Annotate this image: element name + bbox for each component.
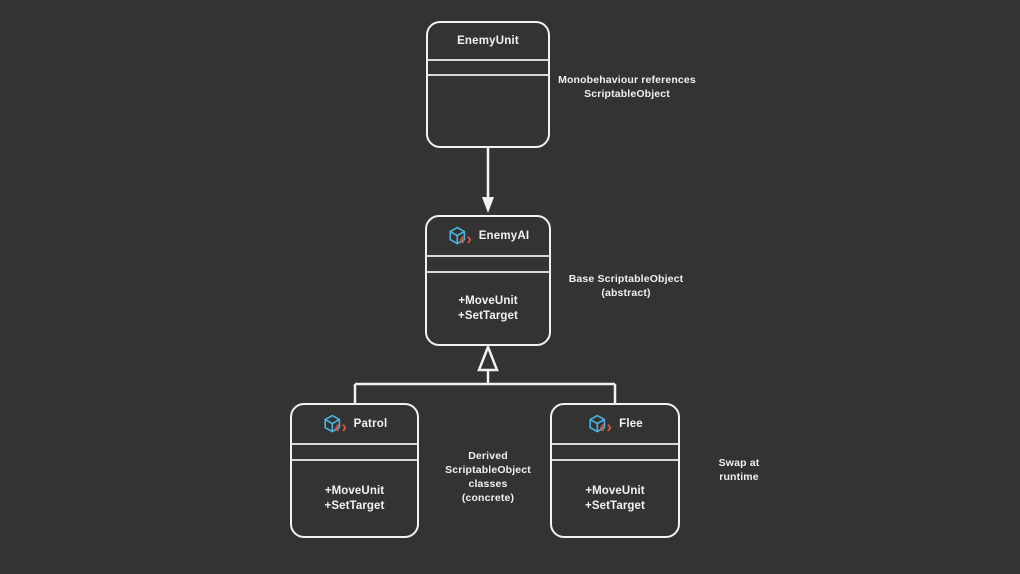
uml-node-flee-operations: +MoveUnit +SetTarget bbox=[552, 461, 678, 536]
scriptableobject-icon bbox=[322, 413, 348, 437]
uml-node-enemyai-name: EnemyAI bbox=[478, 230, 530, 242]
uml-node-enemyai[interactable]: EnemyAI +MoveUnit +SetTarget bbox=[425, 215, 551, 346]
arrowhead-hollow-triangle bbox=[477, 343, 499, 372]
uml-operation: +MoveUnit bbox=[324, 484, 385, 497]
uml-node-flee[interactable]: Flee +MoveUnit +SetTarget bbox=[550, 403, 680, 538]
uml-node-flee-title: Flee bbox=[552, 405, 678, 445]
uml-node-enemyai-operations: +MoveUnit +SetTarget bbox=[427, 273, 549, 344]
uml-node-patrol-name: Patrol bbox=[353, 418, 388, 430]
uml-node-enemyai-title: EnemyAI bbox=[427, 217, 549, 257]
uml-operation: +SetTarget bbox=[458, 309, 518, 322]
uml-node-flee-attributes bbox=[552, 445, 678, 461]
uml-node-enemyunit-name: EnemyUnit bbox=[457, 35, 519, 47]
uml-node-patrol-operations: +MoveUnit +SetTarget bbox=[292, 461, 417, 536]
annotation-monobehaviour-references: Monobehaviour references ScriptableObjec… bbox=[558, 74, 696, 100]
uml-operation: +MoveUnit bbox=[458, 294, 518, 307]
uml-operation: +MoveUnit bbox=[585, 484, 645, 497]
uml-node-enemyai-attributes bbox=[427, 257, 549, 273]
uml-node-patrol-title: Patrol bbox=[292, 405, 417, 445]
uml-node-enemyunit-title: EnemyUnit bbox=[428, 23, 548, 61]
annotation-derived-scriptableobject-classes: Derived ScriptableObject classes (concre… bbox=[445, 450, 531, 504]
annotation-swap-at-runtime: Swap at runtime bbox=[718, 457, 760, 483]
annotation-base-scriptableobject: Base ScriptableObject (abstract) bbox=[568, 273, 684, 299]
uml-node-flee-name: Flee bbox=[619, 418, 643, 430]
uml-operation: +SetTarget bbox=[324, 499, 385, 512]
uml-node-patrol-attributes bbox=[292, 445, 417, 461]
scriptableobject-icon bbox=[447, 225, 473, 249]
uml-node-enemyunit-attributes bbox=[428, 61, 548, 76]
uml-operation: +SetTarget bbox=[585, 499, 645, 512]
uml-node-patrol[interactable]: Patrol +MoveUnit +SetTarget bbox=[290, 403, 419, 538]
uml-node-enemyunit-operations bbox=[428, 76, 548, 146]
scriptableobject-icon bbox=[587, 413, 613, 437]
uml-node-enemyunit[interactable]: EnemyUnit bbox=[426, 21, 550, 148]
arrowhead-solid bbox=[482, 197, 494, 213]
